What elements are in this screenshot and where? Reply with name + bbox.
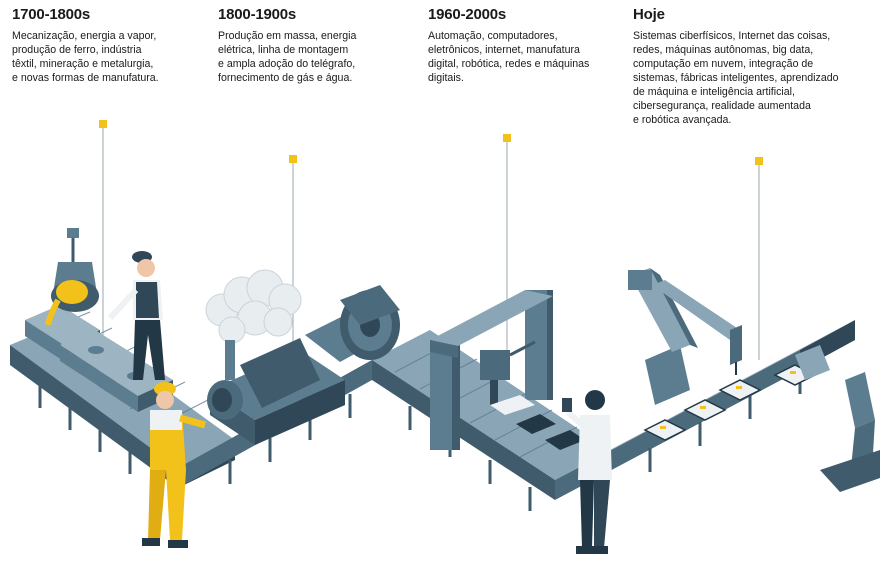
era-period: Hoje bbox=[633, 6, 665, 23]
worker-blacksmith bbox=[107, 251, 165, 380]
era-period: 1800-1900s bbox=[218, 6, 297, 23]
era-description: Automação, computadores, eletrônicos, in… bbox=[428, 30, 590, 84]
worker-technician bbox=[562, 390, 612, 554]
era-period: 1700-1800s bbox=[12, 6, 91, 23]
era-1960-2000: 1960-2000s Automação, computadores, elet… bbox=[428, 6, 628, 85]
era-description: Sistemas ciberfísicos, Internet das cois… bbox=[633, 30, 839, 126]
crucible bbox=[45, 228, 99, 326]
robotic-arm-end bbox=[795, 345, 880, 492]
marker-squares bbox=[99, 120, 763, 165]
conveyor-side-3 bbox=[372, 360, 555, 500]
marker-3 bbox=[503, 134, 511, 142]
worker-overalls bbox=[142, 382, 206, 548]
era-1800-1900: 1800-1900s Produção em massa, energia el… bbox=[218, 6, 423, 85]
marker-1 bbox=[99, 120, 107, 128]
marker-2 bbox=[289, 155, 297, 163]
era-description: Produção em massa, energia elétrica, lin… bbox=[218, 30, 357, 84]
robotic-arm bbox=[628, 268, 742, 405]
marker-4 bbox=[755, 157, 763, 165]
engine-machine bbox=[207, 285, 400, 445]
steam-cloud bbox=[205, 269, 302, 344]
era-today: Hoje Sistemas ciberfísicos, Internet das… bbox=[633, 6, 878, 127]
conveyor-side-1 bbox=[10, 345, 178, 488]
era-description: Mecanização, energia a vapor, produção d… bbox=[12, 30, 159, 84]
era-1700-1800: 1700-1800s Mecanização, energia a vapor,… bbox=[12, 6, 212, 85]
automation-gantry bbox=[430, 290, 585, 450]
era-period: 1960-2000s bbox=[428, 6, 507, 23]
